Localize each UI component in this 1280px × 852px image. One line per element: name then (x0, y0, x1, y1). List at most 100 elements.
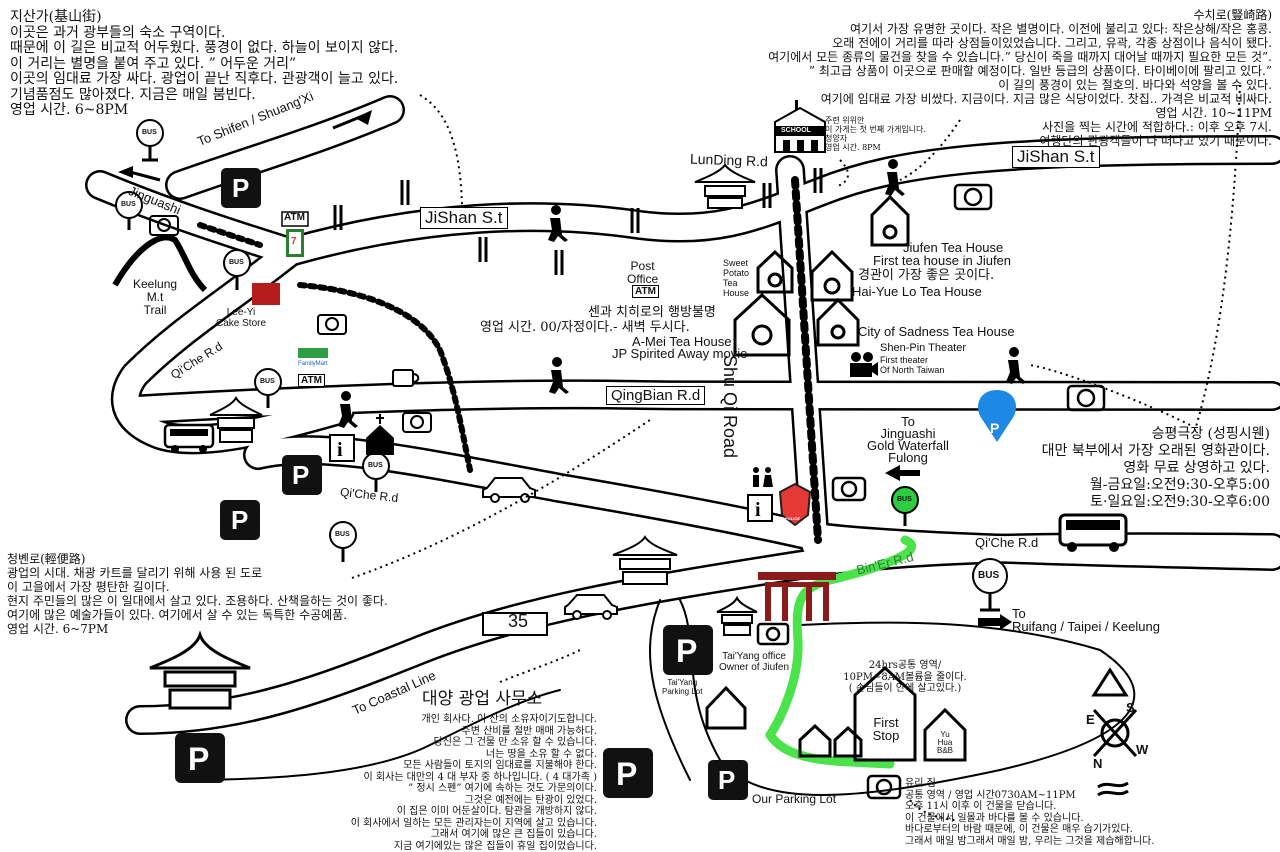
compass-icon (1091, 667, 1138, 797)
theater-description: 승평극장 (성핑시웬) 대만 북부에서 가장 오래된 영화관이다. 영화 무료 … (1042, 426, 1270, 511)
shuqi-line: 여행단의 관광객들이 다 떠나고 있기 때문이다. (1039, 134, 1272, 148)
theater-hours-weekend: 토·일요일:오전9:30-오후6:00 (1090, 494, 1270, 510)
shu-qi-road-label: Shu Qi Road (720, 355, 740, 459)
jp-spirited-away-label: JP Spirited Away movie (612, 346, 748, 361)
taiyang-line: 개인 회사다. 이 산의 소유자이기도합니다. (421, 714, 597, 725)
camera-icon[interactable] (402, 412, 432, 433)
bus-stop-icon[interactable] (891, 486, 919, 526)
parking-icon[interactable]: P (708, 760, 748, 800)
compass-s-label: S (1126, 700, 1135, 715)
svg-text:P: P (990, 420, 999, 436)
bus-stop-icon[interactable] (223, 249, 251, 290)
shuqi-line: 이 길의 풍경이 있는 절호의. 바다와 석양을 볼 수 있다. (998, 78, 1272, 92)
hai-yue-tea-house-label: Hai-Yue Lo Tea House (852, 284, 982, 299)
taiyang-line: 모든 사람들이 토지의 임대료를 지불해야 한다. (403, 760, 597, 771)
sweet-potato-label: Sweet Potato Tea House (723, 258, 750, 298)
bus-stop-icon[interactable] (972, 558, 1008, 612)
parking-icon[interactable]: P (221, 168, 261, 208)
first-tea-house-label: First tea house in Jiufen (873, 253, 1012, 268)
tea-house-icon[interactable] (816, 297, 860, 347)
camera-icon[interactable] (756, 622, 790, 646)
shuqi-line: ” 최고급 상품이 이곳으로 판매할 예정이다. 일반 등급의 상품이다. 타이… (808, 64, 1272, 78)
taiyang-office-label: Tai'Yang office Owner of Jiufen (719, 651, 790, 673)
yuli-description: 유리 집 공통 영역 / 영업 시간0730AM~11PM 오후 11시 이후 … (905, 778, 1154, 847)
jiufen-tea-house-label: Jiufen Tea House (903, 240, 1004, 255)
school-note: 주련 위위안 이 가게는 첫 번째 가게입니다. 청양자 영업 시간. 8PM (825, 116, 926, 152)
parking-icon[interactable]: P (603, 748, 653, 798)
qingbian-line: 현지 주민들의 많은 이 일대에서 살고 있다. 조용하다. 산책을하는 것이 … (7, 594, 388, 608)
qingbian-rd-label: QingBian R.d (606, 386, 706, 405)
taiyang-line: ” 정시 스펜” 여기에 속하는 것도 가문의이다. (408, 783, 597, 794)
camera-icon[interactable] (953, 183, 993, 211)
svg-text:P: P (292, 460, 309, 490)
tea-house-icon[interactable] (870, 194, 910, 247)
temple-icon (209, 395, 263, 443)
familymart-icon (298, 348, 328, 358)
camera-icon[interactable] (149, 215, 179, 236)
camera-icon[interactable] (317, 314, 347, 335)
our-parking-lot-label: Our Parking Lot (752, 792, 837, 806)
arrow-icon (118, 110, 1012, 630)
common-area-note: 24hrs공통 영역/ 10PM~8AM볼륨을 줄이다. ( 손님들이 안에 살… (830, 660, 980, 695)
yuli-line: 오후 11시 이후 이 건물을 닫습니다. (905, 801, 1057, 812)
tea-house-icon[interactable] (756, 249, 794, 294)
info-icon[interactable]: i (747, 494, 773, 522)
shen-pin-theater-label: Shen-Pin Theater (880, 342, 967, 354)
post-office-label: Post Office (627, 259, 659, 286)
taiyang-description: 개인 회사다. 이 산의 소유자이기도합니다. 주변 산비를 절반 매매 가능하… (300, 714, 597, 852)
atm-icon[interactable] (281, 211, 309, 257)
house-icon (705, 665, 967, 762)
camera-icon[interactable] (831, 476, 867, 502)
leader-lines (351, 84, 1241, 821)
police-icon[interactable] (778, 482, 812, 527)
atm-label-familymart: ATM (298, 374, 325, 387)
yuli-line: 바다로부터의 바람 때문에, 이 건물은 매우 습기가있다. (905, 824, 1133, 835)
jishan-line: 때문에 이 길은 비교적 어두웠다. 풍경이 없다. 하늘이 보이지 않다. (10, 40, 399, 56)
qingbian-hours: 영업 시간. 6~7PM (7, 622, 109, 636)
camera-icon[interactable] (1066, 384, 1106, 412)
bus-stop-icon[interactable] (115, 191, 143, 230)
a-mei-tea-house-label: A-Mei Tea House (632, 334, 732, 349)
taiyang-line: 이 집은 이미 어둔살이다. 탐관을 개방하지 않다. (396, 806, 597, 817)
bus-stop-icon[interactable] (254, 368, 282, 408)
theater-line: 영화 무료 상영하고 있다. (1123, 460, 1270, 476)
coffee-icon (392, 369, 420, 387)
parking-icon[interactable]: P (282, 455, 322, 495)
jishan-line: 이곳의 임대료 가장 싸다. 광업이 끝난 직후다. 관광객이 늘고 있다. (10, 71, 399, 87)
taiyang-line: 그것은 예전에는 탄광이 있었다. (464, 794, 597, 806)
jishan-line: 이곳은 과거 광부들의 숙소 구역이다. (10, 24, 226, 41)
fork-knife-icon (333, 168, 823, 275)
tea-house-icon[interactable] (810, 249, 854, 302)
bus-label: BUS (897, 496, 912, 503)
yuli-line: 이 건물에서 일몰과 바다를 볼 수 있습니다. (905, 812, 1084, 824)
compass-e-label: E (1086, 712, 1095, 727)
school-note-line: 주련 위위안 (825, 116, 865, 125)
taiyang-line: 당신은 그 건물 만 소유 할 수 있습니다. (433, 737, 597, 748)
svg-text:P: P (718, 765, 735, 795)
compass-n-label: N (1093, 756, 1103, 771)
tea-house-icon[interactable] (733, 292, 791, 357)
keelung-mt-trail-label: Keelung M.t Trail (133, 277, 178, 317)
camera-icon[interactable] (866, 774, 902, 800)
car-icon (482, 477, 618, 620)
atm-label-north: ATM (284, 212, 305, 223)
bus-label: BUS (121, 201, 136, 208)
first-stop-label[interactable]: First Stop (872, 715, 900, 743)
info-icon[interactable]: i (329, 434, 355, 462)
parking-icon[interactable]: P (220, 500, 260, 540)
parking-icon[interactable]: P (175, 733, 225, 783)
shuqi-description: 수치로(豎崎路) 여기서 가장 유명한 곳이다. 작은 별명이다. 이전에 불리… (768, 8, 1272, 148)
bus-stop-icon[interactable] (136, 119, 164, 162)
school-note-line: 이 가게는 첫 번째 가게입니다. (825, 125, 927, 134)
bus-stop-icon[interactable] (329, 521, 357, 562)
temple-icon (716, 595, 758, 636)
parking-icon[interactable]: P (663, 625, 713, 675)
temple-icon (149, 630, 251, 710)
qingbian-title: 청볜로(輕便路) (7, 552, 86, 566)
shuqi-line: 여기서 가장 유명한 곳이다. 작은 별명이다. 이전에 불리고 있다: 작은상… (850, 22, 1272, 36)
hai-yue-note: 경관이 가장 좋은 곳이다. (858, 268, 995, 283)
bus-stop-icon[interactable] (362, 452, 390, 492)
motorbike-pin-icon[interactable]: P (977, 390, 1017, 442)
bus-label: BUS (978, 570, 1000, 581)
qingbian-line: 광업의 시대. 채광 카트를 달리기 위해 사용 된 도로 (7, 566, 263, 580)
